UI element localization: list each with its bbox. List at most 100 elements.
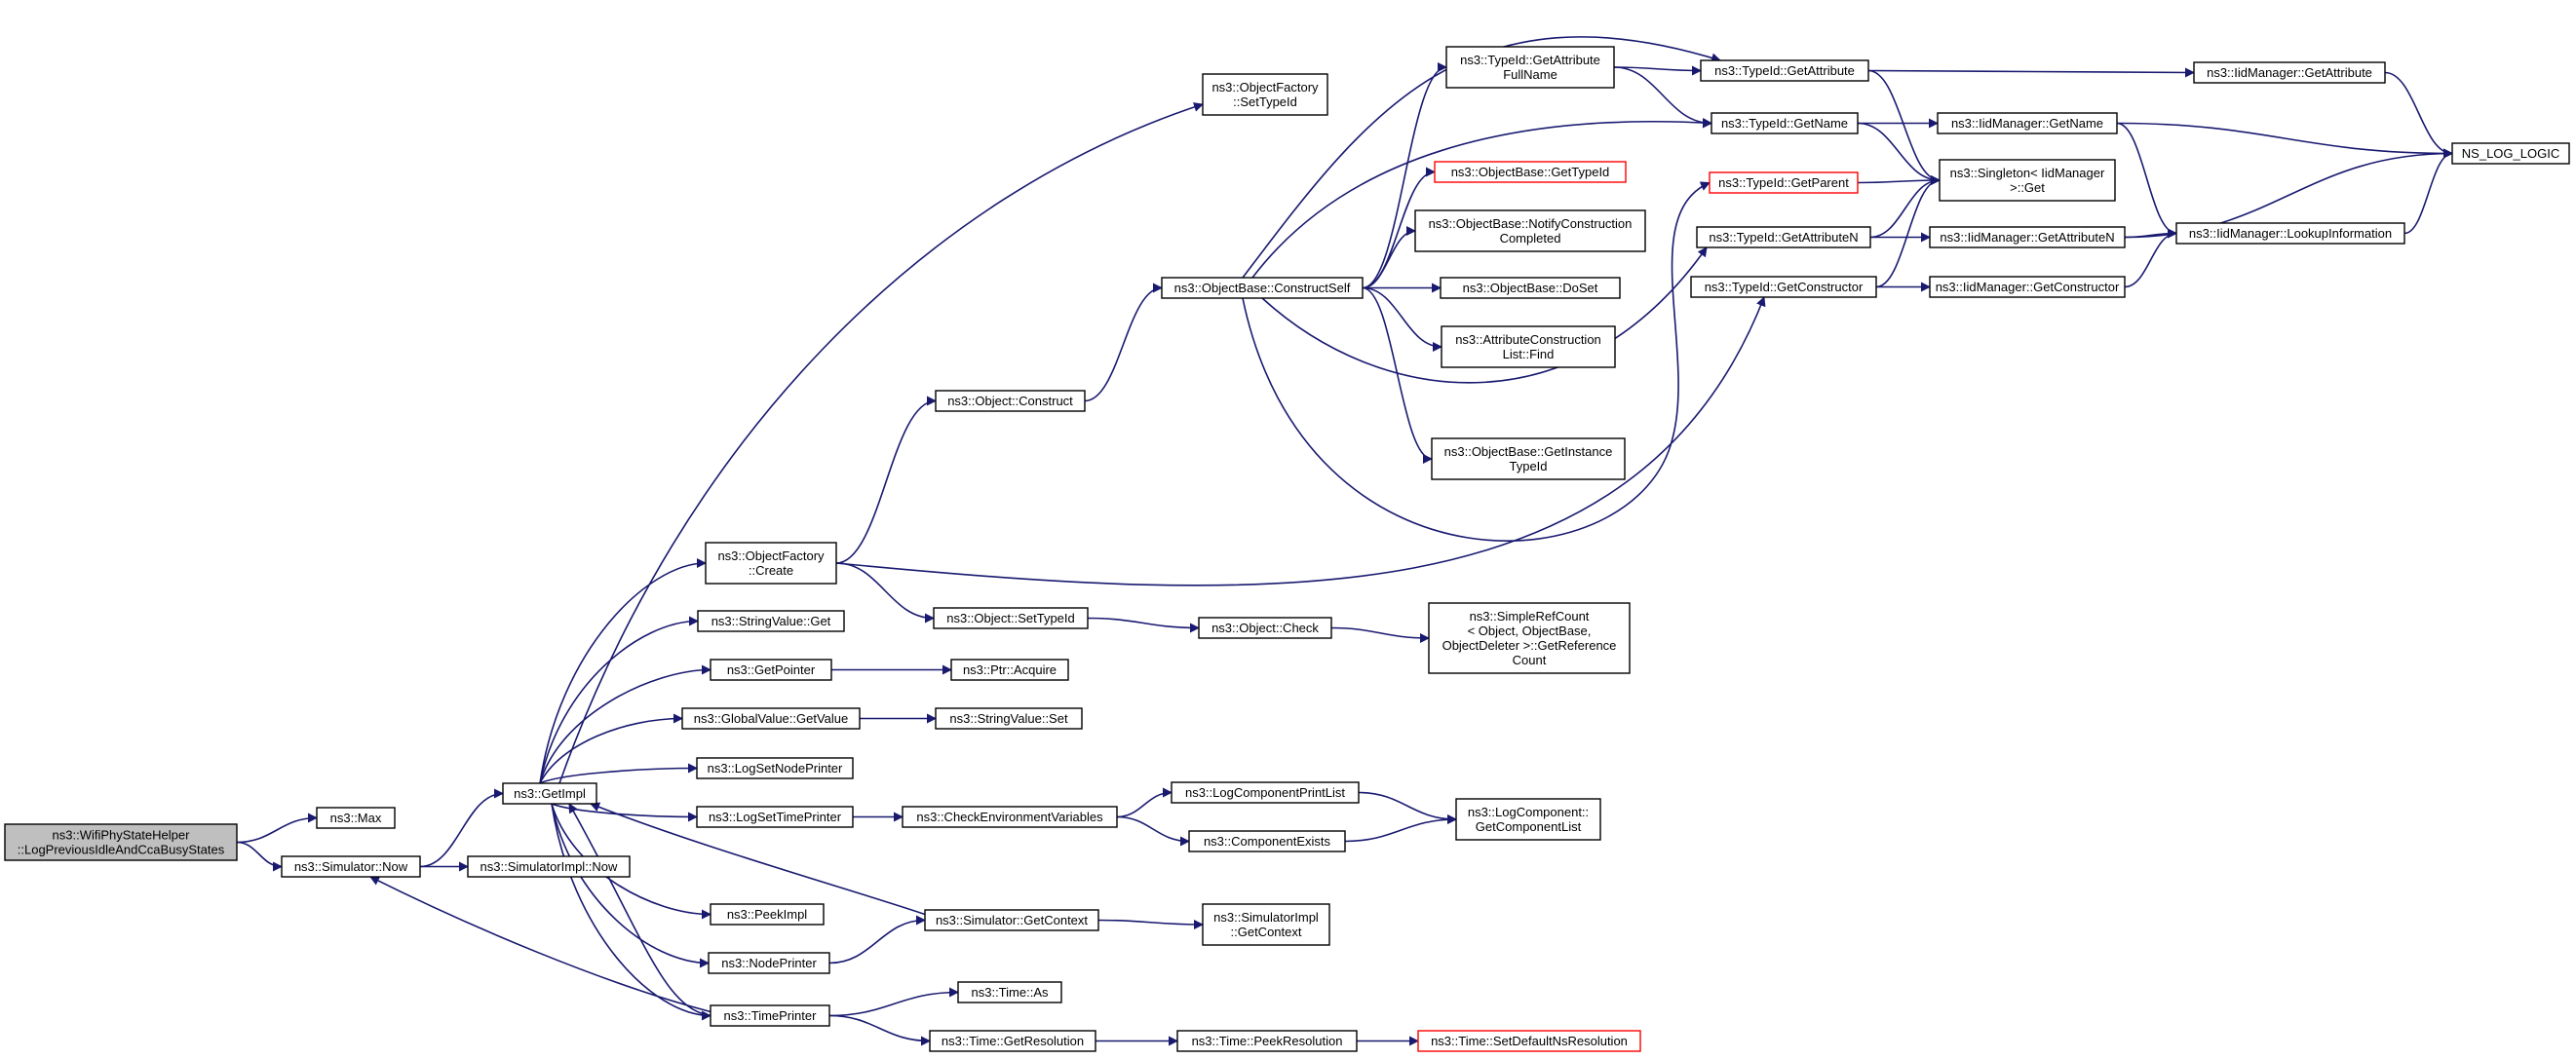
node-label: ns3::Singleton< IidManager — [1950, 166, 2105, 180]
edge-type-id-get-attr-full-name-to-type-id-get-attribute — [1613, 65, 1702, 76]
node-time-as[interactable]: ns3::Time::As — [957, 981, 1062, 1003]
node-max[interactable]: ns3::Max — [316, 807, 396, 829]
node-box — [935, 707, 1083, 730]
node-label: ns3::Object::SetTypeId — [946, 611, 1075, 625]
node-type-id-get-attribute[interactable]: ns3::TypeId::GetAttribute — [1700, 59, 1869, 82]
edge-get-impl-to-of-create — [539, 558, 707, 784]
edge-get-impl-to-string-value-get — [539, 616, 699, 784]
node-box — [2175, 222, 2405, 245]
node-node-printer[interactable]: ns3::NodePrinter — [708, 952, 830, 974]
node-do-set[interactable]: ns3::ObjectBase::DoSet — [1440, 277, 1621, 299]
node-sim-get-context[interactable]: ns3::Simulator::GetContext — [924, 909, 1099, 931]
edge-construct-self-to-type-id-get-attribute-n — [1261, 246, 1708, 384]
edge-check-env-to-comp-exists — [1116, 815, 1190, 847]
node-box — [696, 757, 854, 779]
node-simple-ref-count[interactable]: ns3::SimpleRefCount< Object, ObjectBase,… — [1428, 602, 1631, 674]
node-label: ns3::Max — [330, 811, 382, 825]
node-iid-lookup-information[interactable]: ns3::IidManager::LookupInformation — [2175, 222, 2405, 245]
node-box — [1709, 171, 1859, 194]
node-box — [1937, 112, 2118, 134]
edge-iid-get-attribute-to-ns-log-logic — [2384, 71, 2453, 159]
node-time-get-res[interactable]: ns3::Time::GetResolution — [929, 1030, 1096, 1052]
node-label: ns3::TimePrinter — [724, 1008, 818, 1023]
node-label: ns3::ObjectBase::DoSet — [1463, 281, 1598, 295]
node-box — [467, 855, 631, 878]
node-comp-exists[interactable]: ns3::ComponentExists — [1188, 830, 1346, 852]
node-type-id-get-constructor[interactable]: ns3::TypeId::GetConstructor — [1690, 276, 1877, 298]
node-peek-impl[interactable]: ns3::PeekImpl — [710, 903, 825, 926]
node-root[interactable]: ns3::WifiPhyStateHelper::LogPreviousIdle… — [4, 823, 238, 861]
node-string-value-get[interactable]: ns3::StringValue::Get — [697, 610, 845, 632]
node-box — [1440, 277, 1621, 299]
node-label: ns3::ObjectFactory — [1211, 80, 1319, 95]
node-notify-construction-completed[interactable]: ns3::ObjectBase::NotifyConstructionCompl… — [1414, 209, 1646, 252]
node-box — [902, 806, 1118, 828]
node-time-peek-res[interactable]: ns3::Time::PeekResolution — [1176, 1030, 1358, 1052]
node-label: ns3::GlobalValue::GetValue — [694, 711, 849, 726]
edge-obj-set-type-id-to-obj-check — [1087, 617, 1200, 633]
edge-type-id-get-attr-full-name-to-type-id-get-name — [1613, 66, 1712, 129]
node-set-default-ns-res[interactable]: ns3::Time::SetDefaultNsResolution — [1417, 1030, 1641, 1052]
edge-type-id-get-constructor-to-singleton-get — [1875, 175, 1941, 288]
node-iid-get-name[interactable]: ns3::IidManager::GetName — [1937, 112, 2118, 134]
edge-iid-get-name-to-ns-log-logic — [2116, 122, 2453, 159]
node-ptr-acquire[interactable]: ns3::Ptr::Acquire — [950, 659, 1069, 681]
edge-get-impl-to-time-printer — [551, 803, 711, 1021]
node-obj-base-get-type-id[interactable]: ns3::ObjectBase::GetTypeId — [1434, 161, 1627, 183]
node-get-pointer[interactable]: ns3::GetPointer — [710, 659, 832, 681]
node-ns-log-logic[interactable]: NS_LOG_LOGIC — [2451, 142, 2570, 165]
call-edges — [236, 36, 2453, 1046]
node-label: >::Get — [2010, 180, 2045, 195]
node-log-comp-print-list[interactable]: ns3::LogComponentPrintList — [1171, 781, 1360, 804]
node-label: ns3::LogComponentPrintList — [1185, 785, 1345, 800]
node-construct-self[interactable]: ns3::ObjectBase::ConstructSelf — [1161, 277, 1364, 299]
node-label: ns3::ObjectFactory — [717, 548, 825, 563]
node-box — [950, 659, 1069, 681]
node-label: < Object, ObjectBase, — [1468, 624, 1592, 638]
node-singleton-get[interactable]: ns3::Singleton< IidManager>::Get — [1939, 159, 2116, 202]
node-sim-now[interactable]: ns3::Simulator::Now — [281, 855, 421, 878]
node-log-set-node-printer[interactable]: ns3::LogSetNodePrinter — [696, 757, 854, 779]
node-label: ns3::TypeId::GetConstructor — [1705, 280, 1864, 294]
edge-root-to-max — [236, 813, 318, 844]
node-obj-check[interactable]: ns3::Object::Check — [1198, 617, 1332, 639]
node-label: ns3::TypeId::GetAttribute — [1714, 63, 1855, 78]
node-log-set-time-printer[interactable]: ns3::LogSetTimePrinter — [696, 806, 854, 828]
node-obj-set-type-id[interactable]: ns3::Object::SetTypeId — [933, 607, 1089, 629]
node-sim-impl-now[interactable]: ns3::SimulatorImpl::Now — [467, 855, 631, 878]
node-string-value-set[interactable]: ns3::StringValue::Set — [935, 707, 1083, 730]
node-of-create[interactable]: ns3::ObjectFactory::Create — [705, 542, 837, 585]
node-type-id-get-name[interactable]: ns3::TypeId::GetName — [1711, 112, 1859, 134]
edge-root-to-sim-now — [236, 841, 283, 872]
edge-get-impl-to-peek-impl — [551, 803, 711, 920]
edge-get-impl-to-node-printer — [551, 803, 710, 968]
node-label: ns3::LogSetTimePrinter — [709, 810, 842, 824]
node-type-id-get-attribute-n[interactable]: ns3::TypeId::GetAttributeN — [1696, 226, 1871, 248]
edge-iid-lookup-information-to-ns-log-logic — [2403, 148, 2453, 235]
node-iid-get-attribute[interactable]: ns3::IidManager::GetAttribute — [2193, 61, 2386, 84]
node-sim-impl-get-context[interactable]: ns3::SimulatorImpl::GetContext — [1202, 903, 1330, 946]
node-box — [2193, 61, 2386, 84]
node-global-get-value[interactable]: ns3::GlobalValue::GetValue — [681, 707, 861, 730]
node-box — [1434, 161, 1627, 183]
node-type-id-get-parent[interactable]: ns3::TypeId::GetParent — [1709, 171, 1859, 194]
node-box — [1711, 112, 1859, 134]
node-check-env[interactable]: ns3::CheckEnvironmentVariables — [902, 806, 1118, 828]
node-label: NS_LOG_LOGIC — [2462, 146, 2559, 161]
node-get-impl[interactable]: ns3::GetImpl — [502, 782, 597, 805]
edge-construct-self-to-type-id-get-name — [1251, 118, 1712, 279]
node-label: ns3::GetImpl — [514, 786, 586, 801]
node-obj-construct[interactable]: ns3::Object::Construct — [935, 390, 1086, 412]
node-of-set-type-id[interactable]: ns3::ObjectFactory::SetTypeId — [1202, 73, 1328, 116]
node-label: ns3::PeekImpl — [727, 907, 807, 922]
node-box — [1696, 226, 1871, 248]
node-iid-get-constructor[interactable]: ns3::IidManager::GetConstructor — [1929, 276, 2126, 298]
node-time-printer[interactable]: ns3::TimePrinter — [710, 1004, 830, 1027]
node-log-comp-get-list[interactable]: ns3::LogComponent::GetComponentList — [1455, 798, 1601, 841]
node-iid-get-attribute-n[interactable]: ns3::IidManager::GetAttributeN — [1929, 226, 2126, 248]
node-label: Count — [1513, 653, 1547, 667]
edge-obj-check-to-simple-ref-count — [1330, 626, 1430, 643]
